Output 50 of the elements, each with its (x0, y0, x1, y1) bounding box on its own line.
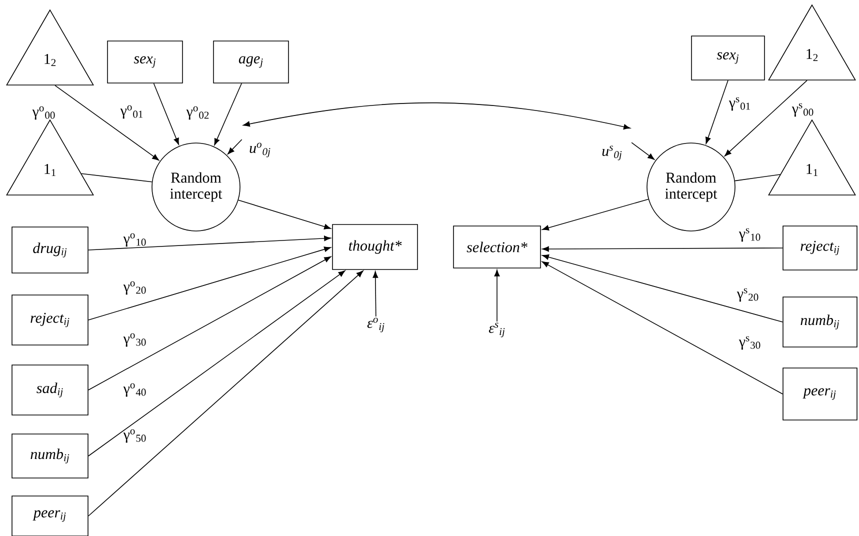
arrow (372, 271, 378, 317)
edge-label: γ$^{o}$50 (123, 429, 146, 443)
edge-label: γ$^{s}$00 (792, 103, 814, 117)
arrow (542, 246, 783, 252)
variable-box: numb$_{ij}$ (782, 296, 858, 348)
arrow (705, 80, 728, 144)
arrow (88, 270, 364, 516)
edge-label: γ$^{s}$30 (738, 336, 760, 350)
arrow (88, 256, 332, 390)
edge-label: γ$^{s}$01 (728, 97, 750, 111)
variable-box: drug$_{ij}$ (12, 226, 88, 274)
arrow (153, 83, 180, 145)
arrow (88, 246, 331, 320)
edge-label: γ$^{o}$10 (123, 233, 146, 247)
variable-box: reject$_{ij}$ (782, 226, 858, 270)
arrow (542, 261, 783, 394)
arrow (631, 142, 655, 160)
edge-label: γ$^{o}$01 (120, 105, 143, 119)
variable-box: numb$_{ij}$ (12, 434, 88, 478)
edge-label: γ$^{s}$10 (738, 228, 760, 242)
arrow (724, 80, 808, 156)
arrow (238, 200, 331, 230)
variable-box: selection* (453, 226, 541, 268)
variable-box: reject$_{ij}$ (12, 294, 88, 346)
variable-box: age$_{j}$ (213, 40, 289, 84)
arrow (214, 83, 242, 146)
variable-box: peer$_{ij}$ (782, 368, 858, 420)
arrow (542, 198, 649, 231)
error-term: u$^{o}$0j (250, 142, 270, 158)
edge-label: γ$^{o}$02 (186, 106, 209, 120)
arrow (54, 85, 160, 160)
edge-label: γ$^{o}$30 (123, 333, 146, 347)
arrow (228, 139, 242, 154)
variable-box: sex$_{j}$ (691, 36, 765, 80)
variable-box: sex$_{j}$ (107, 40, 183, 84)
error-term: u$^{s}$0j (602, 146, 622, 160)
error-term: ε$^{o}$ij (367, 318, 384, 332)
variable-box: sad$_{ij}$ (12, 364, 88, 416)
edge-label: γ$^{o}$00 (32, 106, 55, 120)
edge-label: γ$^{s}$20 (736, 288, 758, 302)
arrow (494, 270, 500, 322)
arrow (542, 254, 783, 322)
arrow (243, 102, 630, 130)
edge-label: γ$^{o}$40 (123, 383, 146, 397)
edge-label: γ$^{o}$20 (123, 281, 146, 295)
error-term: ε$^{s}$ij (488, 322, 505, 338)
arrow (88, 270, 346, 456)
arrow (88, 236, 331, 250)
variable-box: thought* (332, 224, 418, 270)
variable-box: peer$_{ij}$ (12, 496, 88, 536)
